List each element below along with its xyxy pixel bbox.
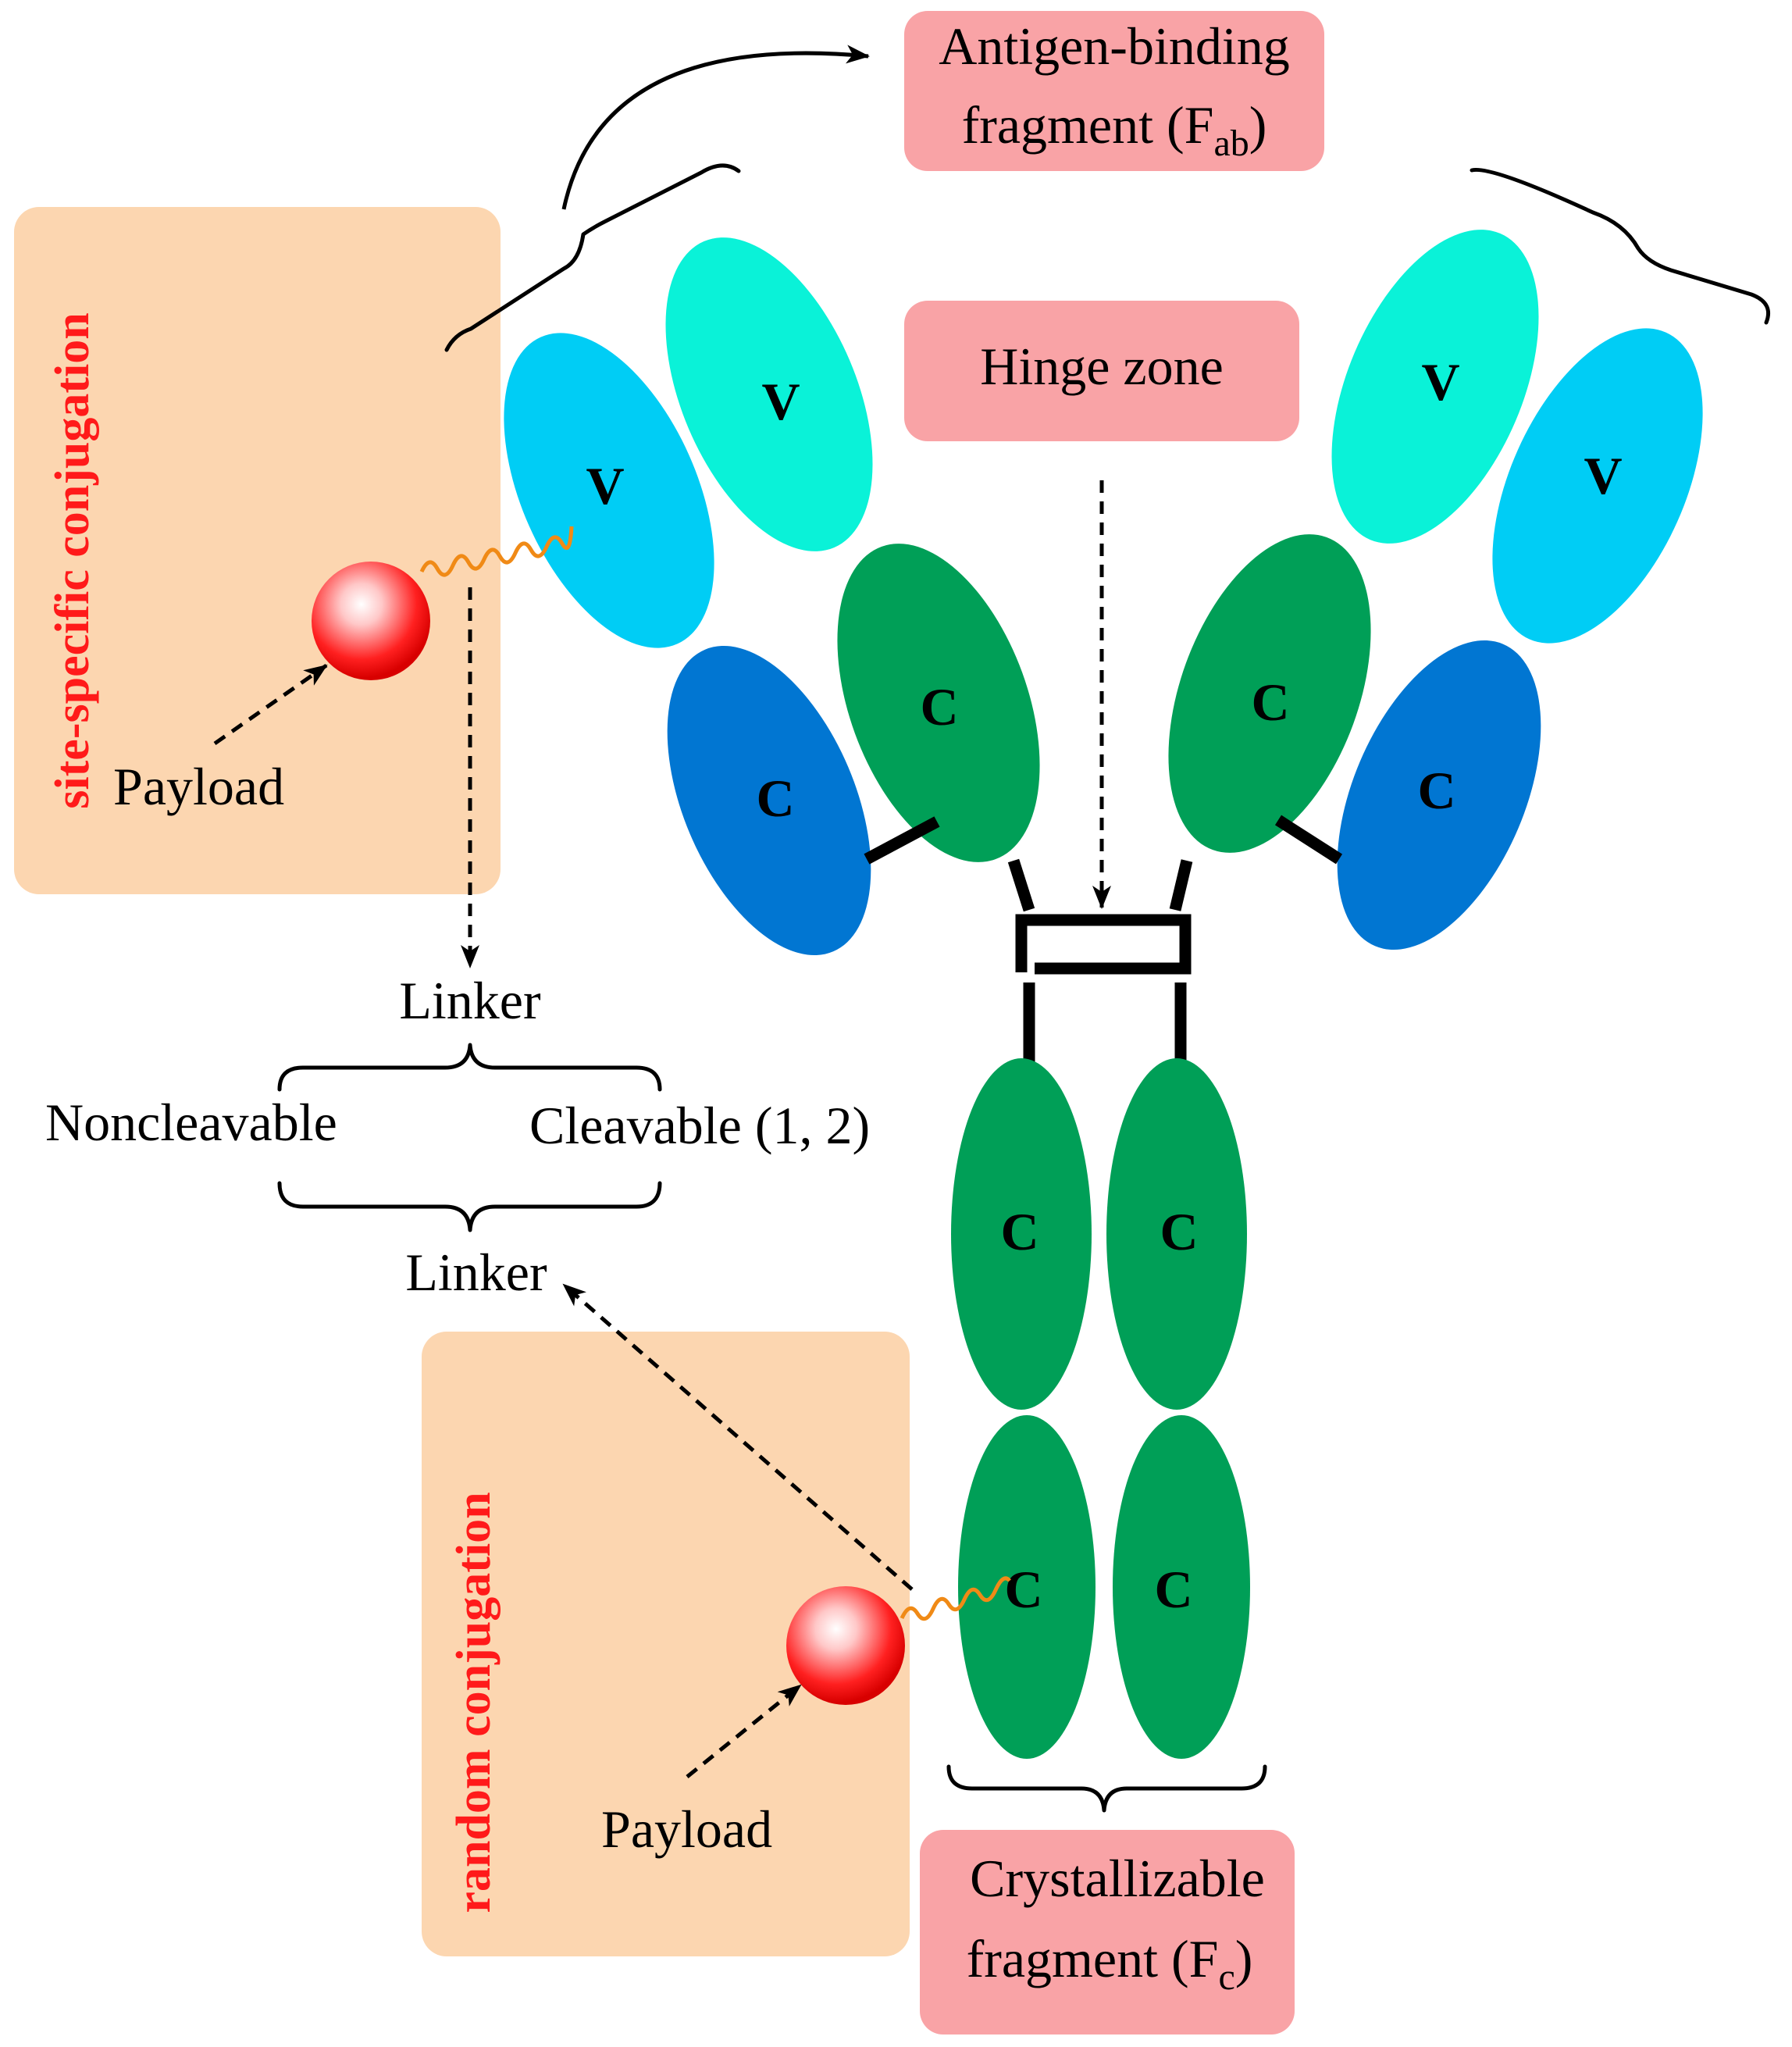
left-light-v-domain — [504, 333, 714, 648]
right-heavy-c-letter: C — [1251, 672, 1289, 732]
random-to-linker-arrow — [562, 1283, 914, 1591]
linker-label-bottom: Linker — [405, 1243, 547, 1302]
left-hinge-upper — [1007, 858, 1035, 912]
fc-brace — [946, 1764, 1267, 1813]
fc-left-upper-c-domain — [951, 1058, 1092, 1410]
site-specific-conjugation-panel — [14, 207, 501, 894]
fc-left-lower-letter: C — [1004, 1560, 1042, 1619]
left-heavy-c-letter: C — [920, 677, 958, 736]
fc-label-line1: Crystallizable — [970, 1849, 1265, 1908]
fc-label-box — [920, 1830, 1295, 2035]
right-heavy-v-letter: V — [1421, 352, 1459, 412]
right-heavy-c-domain — [1168, 534, 1371, 853]
right-heavy-v-domain — [1331, 230, 1539, 544]
left-light-c-letter: C — [756, 769, 794, 828]
payload-label-bottom: Payload — [601, 1799, 772, 1859]
right-light-v-domain — [1492, 328, 1703, 644]
fc-left-upper-letter: C — [1000, 1202, 1039, 1261]
payload-arrow-bottom — [686, 1684, 802, 1778]
fc-right-upper-letter: C — [1160, 1202, 1198, 1261]
left-light-c-domain — [667, 645, 871, 956]
linker-wiggle-bottom — [900, 1576, 1011, 1621]
linker-label-top: Linker — [399, 971, 541, 1030]
fc-right-lower-c-domain — [1113, 1415, 1250, 1759]
fab-right-brace — [1470, 167, 1771, 325]
linker-wiggle-top — [419, 526, 574, 577]
right-light-heavy-bond — [1274, 815, 1343, 865]
fab-pointer-arrow — [561, 45, 870, 210]
fc-right-upper-c-domain — [1106, 1058, 1247, 1410]
left-heavy-v-letter: V — [761, 372, 800, 431]
random-conjugation-label: random conjugation — [447, 1492, 501, 1913]
right-hinge-upper — [1169, 859, 1193, 911]
left-heavy-v-domain — [665, 237, 873, 551]
right-light-c-letter: C — [1417, 761, 1455, 820]
right-light-c-domain — [1337, 640, 1541, 950]
fab-label-line1: Antigen-binding — [939, 16, 1290, 76]
fc-right-lower-letter: C — [1154, 1560, 1192, 1619]
payload-label-top: Payload — [113, 757, 284, 816]
payload-sphere-bottom — [786, 1586, 905, 1705]
fab-label-box — [904, 11, 1324, 171]
left-heavy-c-domain — [837, 544, 1040, 862]
linker-brace-bottom — [277, 1181, 662, 1232]
site-specific-conjugation-label: site-specific conjugation — [46, 312, 99, 808]
fab-label-line2: fragment (Fab) — [962, 95, 1267, 164]
payload-sphere-top — [312, 562, 430, 680]
left-light-heavy-bond — [864, 816, 940, 865]
noncleavable-label: Noncleavable — [45, 1093, 337, 1152]
hinge-label-box — [904, 301, 1299, 441]
hinge-label: Hinge zone — [980, 337, 1224, 396]
fc-label-line2: fragment (Fc) — [967, 1929, 1253, 1998]
left-light-v-letter: V — [586, 456, 624, 515]
payload-arrow-top — [213, 663, 328, 746]
fc-left-lower-c-domain — [958, 1415, 1096, 1759]
linker-brace-top — [277, 1043, 662, 1092]
right-light-v-letter: V — [1584, 446, 1622, 505]
random-conjugation-panel — [422, 1332, 910, 1956]
fab-left-brace — [444, 163, 741, 352]
hinge-bridge — [1015, 914, 1192, 975]
cleavable-label: Cleavable (1, 2) — [529, 1096, 870, 1155]
